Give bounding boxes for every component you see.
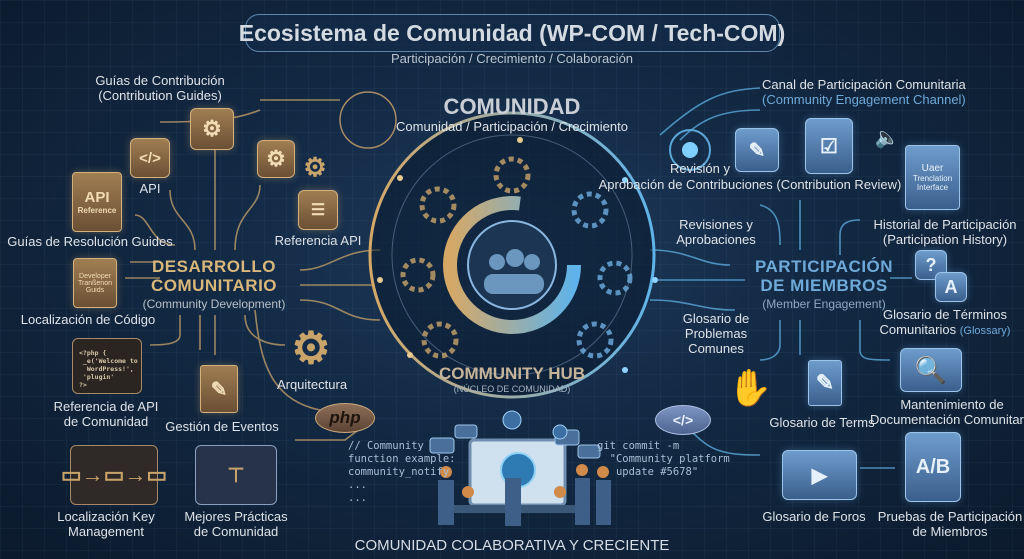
- label-line: Referencia de API: [53, 399, 159, 414]
- label-line: (Participation History): [882, 231, 1008, 247]
- community-development-title: DESARROLLO COMUNITARIO: [150, 257, 278, 295]
- pencil-document-icon: ✎: [808, 360, 842, 406]
- engagement-channel-label: Canal de Participación Comunitaria (Comm…: [762, 77, 966, 108]
- code-icon: </>: [130, 138, 170, 178]
- best-practices-label: Mejores Prácticas de Comunidad: [184, 509, 288, 540]
- api-reference-book-icon: API Reference: [72, 172, 122, 232]
- book-line: Trenclation: [912, 174, 953, 183]
- translation-book-icon: Uaer Trenclation Interface: [905, 145, 960, 210]
- label-line: Canal de Participación Comunitaria: [762, 77, 966, 92]
- label-line: Management: [68, 523, 144, 539]
- book-title: API: [84, 189, 110, 206]
- label-line: Comunitarios: [879, 321, 957, 337]
- book-line: Uaer: [921, 163, 944, 174]
- architecture-label: Arquitectura: [276, 377, 348, 392]
- review-label-line1: Revisión y: [670, 161, 730, 176]
- contribution-review-label: Aprobación de Contribuciones (Contributi…: [598, 177, 902, 192]
- book-line: Guids: [85, 286, 105, 294]
- page-subtitle: Participación / Crecimiento / Colaboraci…: [390, 51, 634, 66]
- glossary-terms-label: Glosario de Términos Comunitarios (Gloss…: [879, 307, 1011, 338]
- architecture-gear-icon: ⚙: [291, 323, 331, 373]
- briefcase-search-icon: 🔍: [900, 348, 962, 392]
- label-line: (Glossary): [959, 324, 1011, 337]
- review-document-icon: ☑: [805, 118, 853, 174]
- label-line: Pruebas de Participación: [877, 509, 1023, 524]
- community-code-snippet: // Community function example: community…: [348, 440, 456, 504]
- revisions-label: Revisiones y Aprobaciones: [676, 217, 756, 248]
- php-badge: php: [315, 403, 375, 433]
- member-engagement-title: PARTICIPACIÓN DE MIEMBROS: [754, 257, 894, 295]
- contribution-guides-label: Guías de Contribución (Contribution Guid…: [95, 73, 225, 104]
- community-api-reference-label: Referencia de API de Comunidad: [53, 399, 159, 430]
- common-problems-label: Glosario de Problemas Comunes: [682, 311, 750, 357]
- title-line: DE MIEMBROS: [760, 275, 888, 295]
- code-badge: </>: [655, 405, 711, 435]
- label-line: Glosario de Términos: [882, 307, 1008, 322]
- developer-guide-book-icon: Developer Tranßenon Guids: [73, 258, 117, 308]
- document-icon: ☰: [298, 190, 338, 230]
- git-commit-snippet: git commit -m "Community platform update…: [597, 440, 730, 478]
- label-line: de Comunidad: [63, 413, 149, 429]
- gear-window-icon: ⚙: [190, 108, 234, 150]
- hub-title: COMMUNITY HUB: [438, 364, 586, 383]
- label-line: Aprobaciones: [676, 231, 756, 247]
- raised-hand-icon: ✋: [727, 366, 773, 408]
- label-line: de Comunidad: [193, 523, 279, 539]
- resolution-guides-label: Guías de Resolución Guides: [7, 234, 173, 249]
- gear-icon: ⚙: [257, 140, 295, 178]
- book-line: Tranßenon: [78, 279, 112, 287]
- checklist-pencil-icon: ✎: [735, 128, 779, 172]
- api-reference-label: Referencia API: [274, 233, 362, 248]
- label-line: Problemas: [684, 325, 748, 341]
- member-tests-label: Pruebas de Participación de Miembros: [877, 509, 1023, 540]
- community-development-subtitle: (Community Development): [142, 297, 286, 311]
- flowchart-window-icon: ▭→▭→▭: [61, 445, 167, 505]
- speaker-icon: 🔈: [874, 126, 900, 149]
- center-subtitle: Comunidad / Participación / Crecimiento: [396, 119, 628, 134]
- label-line: Glosario de: [682, 311, 750, 326]
- label-line: Localización Key: [57, 509, 155, 524]
- gear-icon: ⚙: [303, 151, 327, 182]
- forums-glossary-label: Glosario de Foros: [762, 509, 866, 524]
- title-line: COMUNITARIO: [150, 275, 278, 295]
- label-line: (Contribution Guides): [98, 87, 222, 103]
- hub-subtitle: (NÚCLEO DE COMUNIDAD): [453, 384, 571, 394]
- label-line: de Miembros: [912, 523, 988, 539]
- event-management-label: Gestión de Eventos: [165, 419, 279, 434]
- label-line: Historial de Participación: [873, 217, 1017, 232]
- terms-glossary-label: Glosario de Terms: [769, 415, 875, 430]
- center-title: COMUNIDAD: [443, 94, 581, 119]
- participation-history-label: Historial de Participación (Participatio…: [873, 217, 1017, 248]
- code-window-icon: <?php { _e('Welcome to WordPress!', 'plu…: [72, 338, 142, 394]
- book-subtitle: Reference: [77, 206, 117, 215]
- label-line: Mejores Prácticas: [184, 509, 288, 524]
- member-engagement-subtitle: (Member Engagement): [762, 297, 886, 311]
- video-play-icon: ▶: [782, 450, 857, 500]
- label-line: Guías de Contribución: [95, 73, 225, 88]
- book-line: Developer: [79, 272, 111, 280]
- book-line: Interface: [916, 183, 949, 192]
- answer-bubble-icon: A: [935, 272, 967, 302]
- code-window-text: <?php { _e('Welcome to WordPress!', 'plu…: [79, 349, 138, 389]
- page-title: Ecosistema de Comunidad (WP-COM / Tech-C…: [238, 20, 786, 46]
- footer-caption: COMUNIDAD COLABORATIVA Y CRECIENTE: [354, 537, 670, 554]
- key-management-label: Localización Key Management: [57, 509, 155, 540]
- label-line: (Community Engagement Channel): [762, 91, 966, 107]
- label-line: Documentación Comunitaria: [869, 411, 1024, 427]
- ab-testing-tablet-icon: A/B: [905, 432, 961, 502]
- hierarchy-window-icon: ⊤: [195, 445, 277, 505]
- doc-maintenance-label: Mantenimiento de Documentación Comunitar…: [869, 397, 1024, 428]
- title-box: [245, 14, 780, 52]
- label-line: Revisiones y: [679, 217, 753, 232]
- title-line: DESARROLLO: [152, 257, 276, 276]
- code-localization-label: Localización de Código: [20, 312, 156, 327]
- api-label: API: [139, 181, 161, 196]
- title-line: PARTICIPACIÓN: [754, 257, 894, 276]
- label-line: Comunes: [688, 340, 744, 356]
- label-line: Mantenimiento de: [900, 397, 1004, 412]
- document-pencil-icon: ✎: [200, 365, 238, 413]
